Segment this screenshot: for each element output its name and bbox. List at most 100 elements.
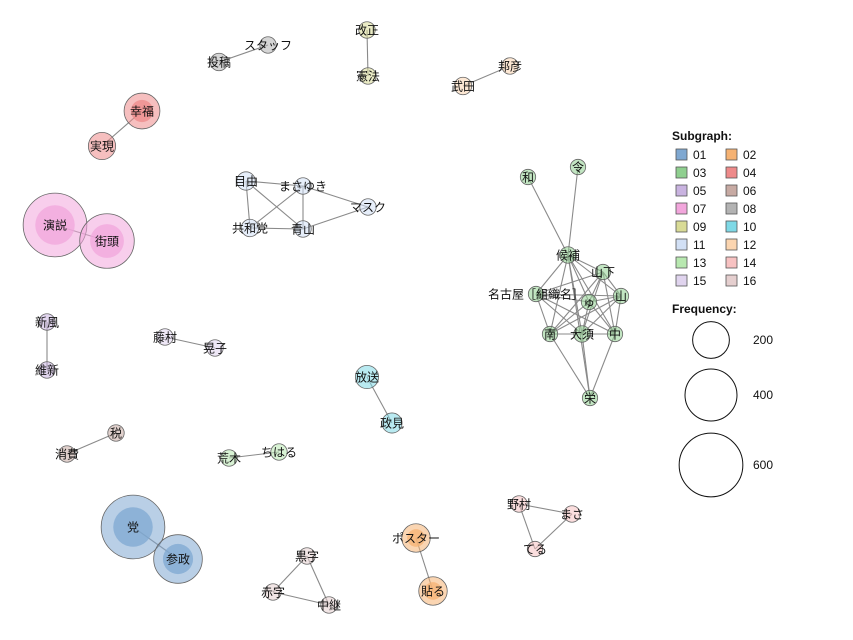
- edge: [549, 301, 590, 335]
- node: 藤村: [153, 328, 177, 346]
- node: 邦彦: [498, 57, 522, 75]
- node-circle: [510, 495, 528, 513]
- node-label: 晃子: [203, 342, 227, 356]
- node-label: 南: [544, 327, 556, 342]
- node-circle: [381, 412, 403, 434]
- node-label: スタッフ: [244, 39, 292, 53]
- legend-label: 04: [743, 166, 757, 180]
- edge: [535, 293, 622, 297]
- node-label: マスク: [350, 201, 386, 215]
- node-circle: [526, 540, 544, 558]
- edge: [66, 432, 117, 455]
- node: 税: [107, 424, 125, 442]
- legend-swatch: [725, 202, 738, 215]
- legend-swatch: [675, 238, 688, 251]
- legend-frequency-item: 400: [684, 368, 773, 422]
- node-circle: [541, 325, 559, 343]
- node: 山下: [591, 263, 615, 281]
- node-circle: [294, 177, 312, 195]
- legend-label: 01: [693, 148, 707, 162]
- legend-item: 05: [675, 184, 707, 198]
- legend-label: 10: [743, 220, 757, 234]
- legend-label: 13: [693, 256, 707, 270]
- node: 街頭: [79, 213, 135, 269]
- node-circle: [320, 596, 338, 614]
- node-circle: [107, 424, 125, 442]
- legend-frequency-label: 200: [753, 333, 773, 347]
- node-circle: [573, 325, 591, 343]
- node-label: 目由: [234, 175, 258, 189]
- node-core: [162, 543, 194, 575]
- node-circle: [580, 293, 598, 311]
- node-circle: [264, 583, 282, 601]
- legend-swatch: [675, 256, 688, 269]
- node-circle: [606, 325, 624, 343]
- node-circle: [354, 364, 380, 390]
- node: ちはる: [261, 443, 297, 461]
- node: 赤字: [261, 583, 285, 601]
- legend-label: 12: [743, 238, 757, 252]
- legend-label: 03: [693, 166, 707, 180]
- node: 党: [100, 494, 166, 560]
- node: 大須: [570, 325, 594, 343]
- edge: [581, 295, 622, 335]
- node-label: 候補: [556, 249, 580, 263]
- legend-frequency-item: 600: [678, 432, 773, 498]
- node-label: 参政: [166, 552, 190, 567]
- edge: [567, 166, 579, 256]
- node-label: 維新: [35, 363, 59, 378]
- legend-label: 15: [693, 274, 707, 288]
- node-label: 幸福: [130, 104, 154, 119]
- node-label: 放送: [355, 370, 379, 385]
- node-label: 中: [609, 327, 621, 342]
- node: 共和党: [232, 218, 268, 238]
- legend-swatch: [675, 274, 688, 287]
- node-label: 党: [127, 520, 139, 535]
- node: 令: [569, 158, 587, 176]
- edge: [535, 271, 604, 295]
- node: 黒字: [295, 547, 319, 565]
- legend-label: 16: [743, 274, 757, 288]
- node-core: [407, 529, 425, 547]
- node-circle: [38, 361, 56, 379]
- node: 中: [606, 325, 624, 343]
- legend-subgraph-title: Subgraph:: [672, 129, 732, 143]
- node-core: [130, 99, 154, 123]
- legend-item: 04: [725, 166, 757, 180]
- legend-item: 01: [675, 148, 707, 162]
- edge: [245, 180, 304, 230]
- node-label: 藤村: [153, 331, 177, 345]
- node: 中継: [317, 596, 341, 614]
- node: 参政: [153, 534, 203, 584]
- node-circle: [87, 131, 117, 161]
- node-circle: [240, 218, 260, 238]
- node: 消費: [55, 445, 79, 463]
- node: 演説: [22, 192, 88, 258]
- edge: [527, 176, 569, 256]
- legend-label: 08: [743, 202, 757, 216]
- node-core: [35, 205, 75, 245]
- node-circle: [58, 445, 76, 463]
- node: 野村: [507, 495, 531, 513]
- node-circle: [359, 198, 377, 216]
- edge: [535, 293, 583, 335]
- node-label: 山: [615, 290, 627, 304]
- edge: [535, 293, 616, 335]
- legend-item: 14: [725, 256, 757, 270]
- legend-item: 15: [675, 274, 707, 288]
- legend-frequency-items: 200 400 600: [678, 321, 773, 498]
- edge: [535, 293, 590, 303]
- node: 実現: [87, 131, 117, 161]
- node: 南: [541, 325, 559, 343]
- node-label: 新風: [35, 315, 59, 330]
- legend-frequency-circle: [692, 321, 730, 359]
- legend-frequency-title: Frequency:: [672, 302, 737, 316]
- node-circle: [519, 168, 537, 186]
- legend-swatch: [675, 166, 688, 179]
- node: 名古屋［組織名］: [488, 285, 584, 303]
- node-circle: [259, 36, 277, 54]
- legend-item: 03: [675, 166, 707, 180]
- edge: [549, 271, 604, 335]
- node: まさ: [560, 505, 584, 523]
